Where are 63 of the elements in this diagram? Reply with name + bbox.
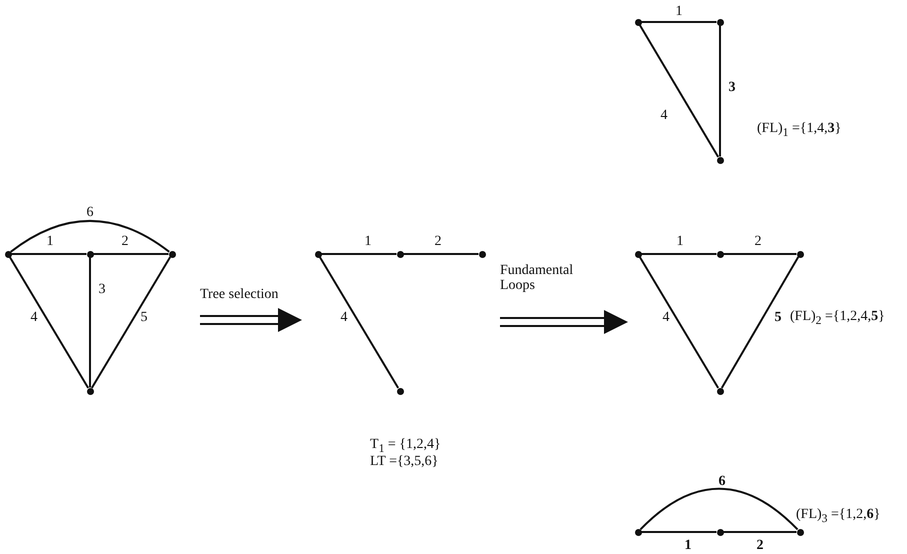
vertex-dot	[86, 250, 94, 258]
graph-edge	[724, 253, 796, 255]
edge-label: 1	[364, 235, 372, 249]
set-notation: LT ={3,5,6}	[370, 455, 438, 470]
graph-edge	[404, 253, 478, 255]
vertex-dot	[634, 528, 642, 536]
graph-edge	[638, 256, 720, 388]
set-notation: (FL)$_{2}$ ={1,2,4,5}	[790, 310, 885, 328]
set-notation: (FL)$_{3}$ ={1,2,6}	[796, 508, 880, 526]
arrow-label: Fundamental Loops	[500, 264, 574, 294]
graph-edge	[10, 220, 170, 253]
graph-edge	[318, 256, 400, 388]
vertex-dot	[634, 18, 642, 26]
graph-edge	[640, 488, 798, 530]
vertex-dot	[396, 250, 404, 258]
edge-label: 1	[46, 235, 54, 249]
arrow-label: Tree selection	[200, 288, 278, 303]
set-notation: (FL)$_{1}$ ={1,4,3}	[757, 122, 842, 140]
vertex-dot	[314, 250, 322, 258]
vertex-dot	[716, 528, 724, 536]
vertex-dot	[716, 156, 724, 164]
graph-edge	[12, 253, 86, 255]
vertex-dot	[168, 250, 176, 258]
vertex-dot	[796, 528, 804, 536]
edge-label: 1	[676, 5, 682, 19]
vertex-dot	[716, 388, 724, 394]
graph-edge	[724, 531, 796, 533]
edge-label: 1	[676, 235, 684, 249]
graph-edge	[90, 256, 172, 388]
vertex-dot	[4, 250, 12, 258]
edge-label: 4	[340, 311, 348, 325]
edge-label: 4	[660, 109, 668, 123]
edge-label: 3	[728, 81, 736, 95]
vertex-dot	[86, 388, 94, 394]
edge-label: 3	[98, 283, 106, 297]
vertex-dot	[716, 18, 724, 26]
edge-label: 2	[754, 235, 762, 249]
vertex-dot	[796, 250, 804, 258]
edge-label: 5	[774, 311, 782, 325]
edge-label: 6	[718, 475, 726, 489]
edge-label: 2	[434, 235, 442, 249]
vertex-dot	[716, 250, 724, 258]
graph-edge	[94, 253, 168, 255]
edge-label: 1	[684, 539, 692, 553]
graph-edge	[719, 26, 721, 156]
graph-edge	[638, 24, 720, 158]
graph-edge	[642, 21, 716, 23]
graph-edge	[642, 531, 716, 533]
graph-edge	[322, 253, 396, 255]
edge-label: 6	[86, 206, 94, 220]
graph-edge	[8, 256, 90, 388]
edge-label: 4	[30, 311, 38, 325]
graph-edge	[89, 258, 91, 388]
edge-label: 2	[122, 235, 128, 249]
graph-edge	[642, 253, 716, 255]
vertex-dot	[478, 250, 486, 258]
edge-label: 2	[756, 539, 764, 553]
vertex-dot	[396, 388, 404, 394]
edge-label: 4	[662, 311, 670, 325]
set-notation: T$_{1}$ = {1,2,4}	[370, 438, 441, 455]
vertex-dot	[634, 250, 642, 258]
edge-label: 5	[140, 311, 148, 325]
graph-edge	[720, 256, 800, 388]
